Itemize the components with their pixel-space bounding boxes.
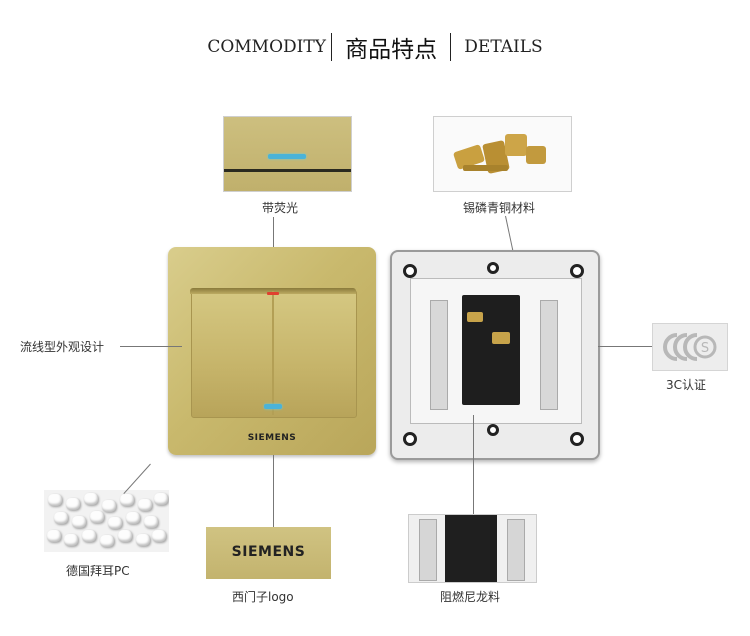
screw-hole	[570, 432, 584, 446]
led-label: 带荧光	[262, 201, 299, 215]
terminal	[492, 332, 510, 344]
nylon-detail-image	[408, 514, 537, 583]
3c-callout-line	[598, 346, 652, 347]
copper-part	[505, 134, 527, 156]
screw-hole	[487, 262, 499, 274]
nylon-label: 阻燃尼龙料	[440, 590, 501, 604]
3c-certification-icon: S	[663, 333, 717, 361]
back-slot	[540, 300, 558, 410]
section-header: COMMODITY 商品特点 DETAILS	[0, 30, 750, 66]
header-title: 商品特点	[345, 37, 438, 63]
streamline-label: 流线型外观设计	[20, 340, 105, 354]
red-indicator	[267, 292, 279, 295]
logo-label: 西门子logo	[232, 590, 294, 604]
back-slot	[430, 300, 448, 410]
logo-brand-text: SIEMENS	[231, 544, 306, 560]
header-divider-right	[450, 33, 452, 61]
screw-hole	[403, 432, 417, 446]
screw-hole	[570, 264, 584, 278]
copper-label: 锡磷青铜材料	[463, 201, 536, 215]
logo-callout-line	[273, 455, 274, 527]
3c-certification-badge: S	[652, 323, 728, 371]
header-left-text: COMMODITY	[207, 37, 326, 57]
header-divider-left	[331, 33, 333, 61]
svg-text:S: S	[701, 341, 709, 356]
nylon-callout-line	[473, 415, 474, 514]
copper-part	[463, 165, 508, 171]
pc-pellets-image	[44, 490, 169, 552]
led-indicator	[268, 154, 306, 159]
rocker-divider	[272, 291, 274, 415]
header-right-text: DETAILS	[464, 37, 543, 57]
copper-part	[526, 146, 546, 164]
3c-label: 3C认证	[666, 378, 707, 392]
pc-label: 德国拜耳PC	[66, 564, 130, 578]
blue-indicator	[264, 404, 282, 409]
terminal	[467, 312, 483, 322]
rocker-edge	[224, 169, 351, 172]
switch-brand-mark: SIEMENS	[247, 433, 297, 443]
switch-rocker	[191, 290, 357, 418]
led-detail-image	[223, 116, 352, 192]
screw-hole	[487, 424, 499, 436]
logo-detail-image: SIEMENS	[206, 527, 331, 579]
streamline-callout-line	[120, 346, 182, 347]
screw-hole	[403, 264, 417, 278]
